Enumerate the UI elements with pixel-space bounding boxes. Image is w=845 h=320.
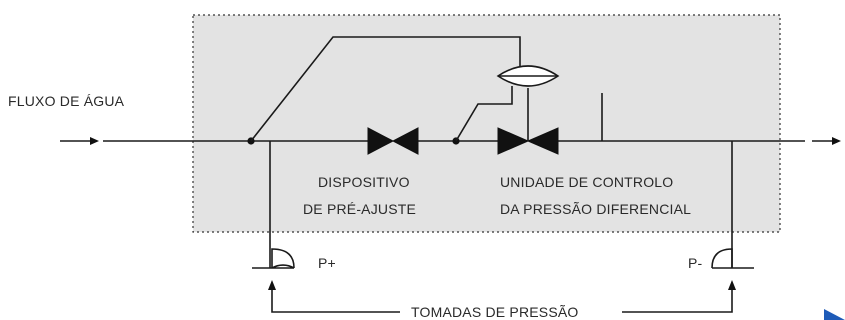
tappings-label: TOMADAS DE PRESSÃO [411, 304, 579, 320]
tapping-arrow-right-icon [728, 280, 736, 290]
control-label-line2: DA PRESSÃO DIFERENCIAL [500, 201, 691, 217]
tapping-arrow-left-icon [268, 280, 276, 290]
flow-label: FLUXO DE ÁGUA [8, 93, 125, 109]
control-label-line1: UNIDADE DE CONTROLO [500, 174, 673, 190]
impulse-line-upper [250, 36, 521, 142]
corner-accent-icon [824, 309, 845, 320]
p-minus-label: P- [688, 255, 703, 271]
p-minus-port-arc [711, 248, 733, 269]
control-valve-icon-right [526, 127, 559, 155]
tapping-bracket-left [271, 289, 400, 313]
tapping-bracket-right [622, 289, 733, 313]
impulse-line-lower [455, 86, 513, 142]
valve-body-enclosure [192, 14, 781, 233]
p-plus-port-icon [252, 264, 295, 269]
outlet-arrowhead-icon [832, 137, 841, 145]
preset-valve-icon [367, 127, 395, 155]
p-plus-port-arc [271, 248, 295, 269]
preset-valve-icon-right [391, 127, 419, 155]
p-plus-label: P+ [318, 255, 336, 271]
preset-label-line1: DISPOSITIVO [318, 174, 410, 190]
control-valve-icon [497, 127, 530, 155]
inlet-arrowhead-icon [90, 137, 99, 145]
preset-label-line2: DE PRÉ-AJUSTE [303, 201, 416, 217]
